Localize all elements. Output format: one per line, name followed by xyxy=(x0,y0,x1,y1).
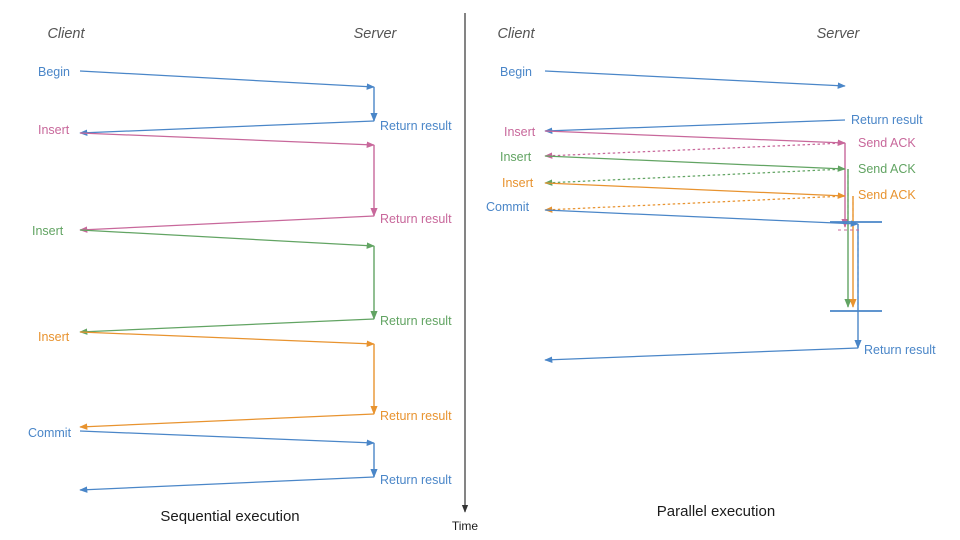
message-arrow xyxy=(79,132,375,148)
message-label: Return result xyxy=(864,343,936,357)
panel-caption: Sequential execution xyxy=(160,508,299,525)
message-label: Insert xyxy=(500,150,532,164)
message-label: Insert xyxy=(502,176,534,190)
message-arrow xyxy=(544,130,846,146)
time-axis-group: Time xyxy=(452,13,479,533)
message-label: Send ACK xyxy=(858,136,916,150)
message-arrow xyxy=(79,120,375,136)
message-arrow xyxy=(79,413,375,430)
lane-header-client: Client xyxy=(497,26,535,42)
message-label: Commit xyxy=(486,200,530,214)
message-arrow xyxy=(79,318,375,335)
message-label: Return result xyxy=(380,119,452,133)
message-arrow xyxy=(544,209,859,227)
message-label: Return result xyxy=(380,212,452,226)
message-arrow xyxy=(79,70,375,90)
message-label: Return result xyxy=(380,409,452,423)
message-label: Insert xyxy=(504,125,536,139)
panel-caption: Parallel execution xyxy=(657,503,775,520)
lane-header-server: Server xyxy=(354,26,398,42)
message-arrow xyxy=(544,195,846,213)
message-label: Send ACK xyxy=(858,188,916,202)
message-arrow xyxy=(79,331,375,347)
message-arrow xyxy=(544,142,846,159)
message-arrow xyxy=(544,155,846,172)
message-arrow xyxy=(544,168,846,186)
lane-header-server: Server xyxy=(817,26,861,42)
message-label: Insert xyxy=(38,123,70,137)
message-label: Return result xyxy=(380,314,452,328)
time-axis-label: Time xyxy=(452,519,479,533)
message-label: Return result xyxy=(851,113,923,127)
time-axis: Time xyxy=(452,13,479,533)
message-arrow xyxy=(544,182,846,199)
message-label: Begin xyxy=(38,65,70,79)
message-arrow xyxy=(79,229,375,249)
message-label: Insert xyxy=(32,224,64,238)
message-label: Return result xyxy=(380,473,452,487)
message-arrow xyxy=(544,347,859,363)
message-arrow xyxy=(79,430,375,446)
message-arrow xyxy=(79,215,375,233)
message-arrow xyxy=(79,476,375,493)
message-label: Commit xyxy=(28,426,72,440)
message-arrow xyxy=(544,119,846,134)
message-arrow xyxy=(544,70,846,89)
message-label: Send ACK xyxy=(858,162,916,176)
lane-header-client: Client xyxy=(47,26,85,42)
message-label: Begin xyxy=(500,65,532,79)
message-label: Insert xyxy=(38,330,70,344)
